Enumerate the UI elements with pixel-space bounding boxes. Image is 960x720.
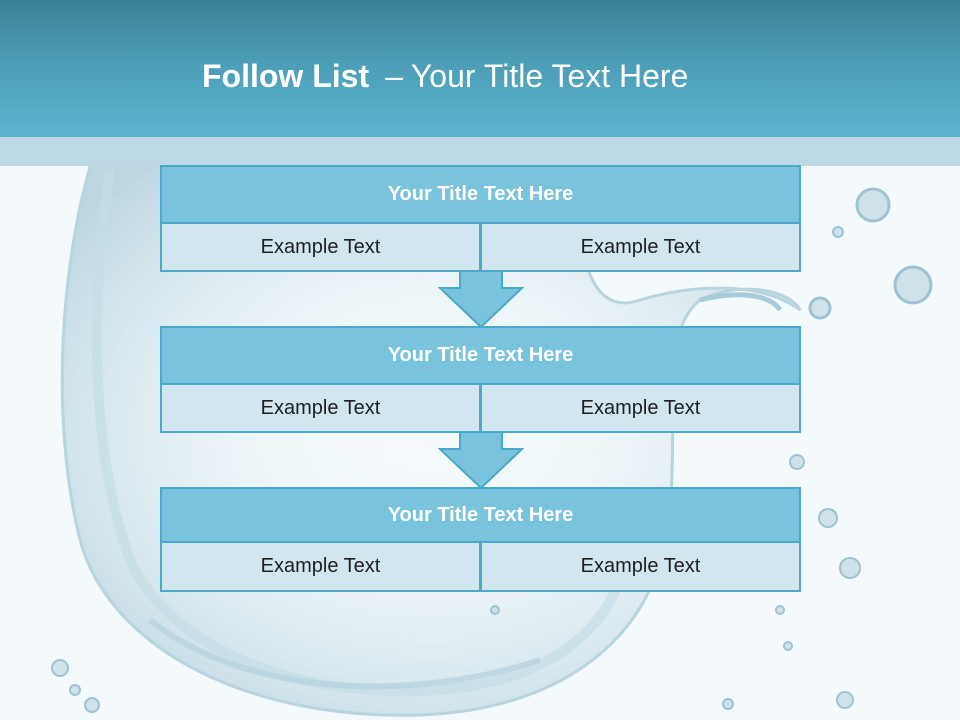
slide-title-subtitle: Your Title Text Here <box>410 58 689 94</box>
slide-title[interactable]: Follow List–Your Title Text Here <box>202 54 688 98</box>
down-arrow-icon <box>438 431 524 489</box>
flow-step-title[interactable]: Your Title Text Here <box>160 326 801 385</box>
flow-step-cell-right[interactable]: Example Text <box>480 383 801 433</box>
flow-step-cell-left[interactable]: Example Text <box>160 541 481 592</box>
flow-step-title[interactable]: Your Title Text Here <box>160 487 801 543</box>
flow-step-cell-left[interactable]: Example Text <box>160 383 481 433</box>
flow-step-3[interactable]: Your Title Text Here Example Text Exampl… <box>160 487 801 592</box>
flow-step-1[interactable]: Your Title Text Here Example Text Exampl… <box>160 165 801 272</box>
down-arrow-icon <box>438 270 524 328</box>
slide-title-dash: – <box>385 58 403 94</box>
title-bar-strip <box>0 137 960 166</box>
flow-step-2[interactable]: Your Title Text Here Example Text Exampl… <box>160 326 801 433</box>
flow-step-cell-right[interactable]: Example Text <box>480 222 801 272</box>
flow-step-title[interactable]: Your Title Text Here <box>160 165 801 224</box>
title-bar <box>0 0 960 137</box>
flow-step-cell-right[interactable]: Example Text <box>480 541 801 592</box>
slide-title-main: Follow List <box>202 58 370 94</box>
flow-step-cell-left[interactable]: Example Text <box>160 222 481 272</box>
